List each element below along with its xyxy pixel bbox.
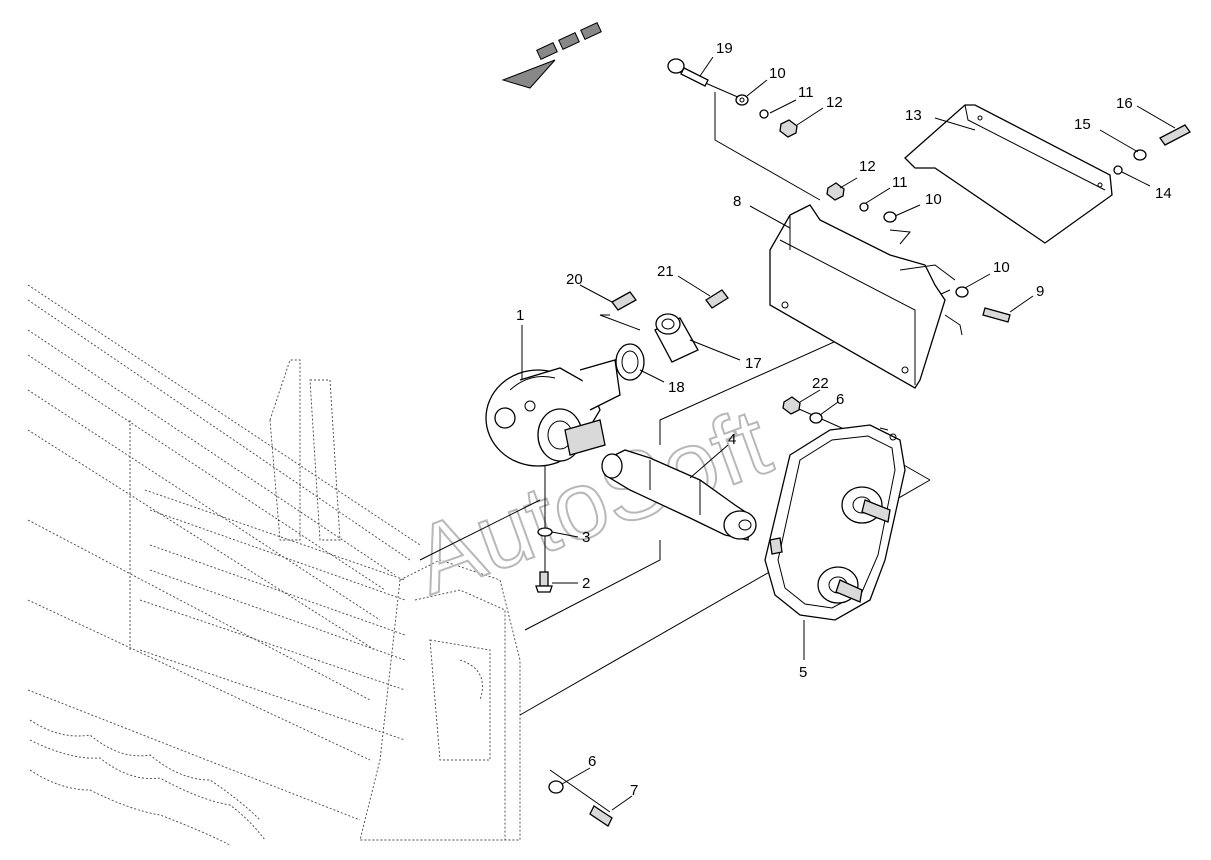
callout-9: 9 — [1036, 283, 1044, 300]
callout-1: 1 — [516, 307, 524, 324]
callout-11-top: 11 — [798, 84, 814, 101]
part-chain-case — [764, 424, 906, 621]
callout-11-mid: 11 — [892, 174, 908, 191]
part-nut-upper-left — [779, 119, 798, 138]
callout-19: 19 — [716, 40, 733, 57]
callout-13: 13 — [905, 107, 922, 124]
callout-labels: 19 10 11 12 13 16 15 14 12 11 10 8 10 9 … — [516, 40, 1172, 799]
part-bolt-gearbox — [535, 571, 553, 593]
part-bolt-20 — [611, 291, 637, 311]
part-bolt-bracket — [982, 307, 1011, 323]
part-drive-shaft — [601, 449, 757, 541]
callout-17: 17 — [745, 355, 762, 372]
part-washer-chaincase — [809, 412, 823, 424]
callout-6-chaincase: 6 — [836, 391, 844, 408]
part-bracket — [769, 204, 963, 389]
callout-22: 22 — [812, 375, 829, 392]
callout-20: 20 — [566, 271, 583, 288]
callout-10-mid: 10 — [925, 191, 942, 208]
callout-7: 7 — [630, 782, 638, 799]
part-washer-mid — [883, 211, 897, 223]
callout-14: 14 — [1155, 185, 1172, 202]
direction-arrow-icon — [501, 22, 602, 89]
callout-10-bracket: 10 — [993, 259, 1010, 276]
part-bolt-lower — [589, 805, 613, 827]
callout-leaders — [521, 56, 1176, 811]
part-washer-gearbox — [537, 527, 553, 537]
part-flange-ring — [615, 343, 645, 381]
callout-16: 16 — [1116, 95, 1133, 112]
callout-12-mid: 12 — [859, 158, 876, 175]
part-bushing — [654, 313, 699, 363]
part-bolt-right — [1159, 124, 1191, 146]
part-nut-chaincase — [782, 396, 801, 415]
callout-5: 5 — [799, 664, 807, 681]
part-washer-upper-left — [735, 94, 749, 106]
callout-10-top: 10 — [769, 65, 786, 82]
part-washer-lower — [548, 780, 564, 794]
callout-4: 4 — [728, 431, 736, 448]
part-nut-mid — [826, 182, 845, 201]
part-washer-bracket — [955, 286, 969, 298]
callout-12-top: 12 — [826, 94, 843, 111]
callout-21: 21 — [657, 263, 674, 280]
machine-frame — [27, 284, 521, 846]
part-washer-right — [1133, 149, 1147, 161]
callout-6-lower: 6 — [588, 753, 596, 770]
part-lock-washer-right — [1113, 165, 1123, 175]
callout-8: 8 — [733, 193, 741, 210]
part-cover-plate — [904, 104, 1113, 244]
part-lock-washer-upper-left — [759, 109, 769, 119]
part-screw-21 — [705, 289, 729, 309]
part-gearbox — [485, 359, 621, 467]
callout-2: 2 — [582, 575, 590, 592]
part-lock-washer-mid — [859, 202, 869, 212]
callout-18: 18 — [668, 379, 685, 396]
callout-3: 3 — [582, 529, 590, 546]
callout-15: 15 — [1074, 116, 1091, 133]
